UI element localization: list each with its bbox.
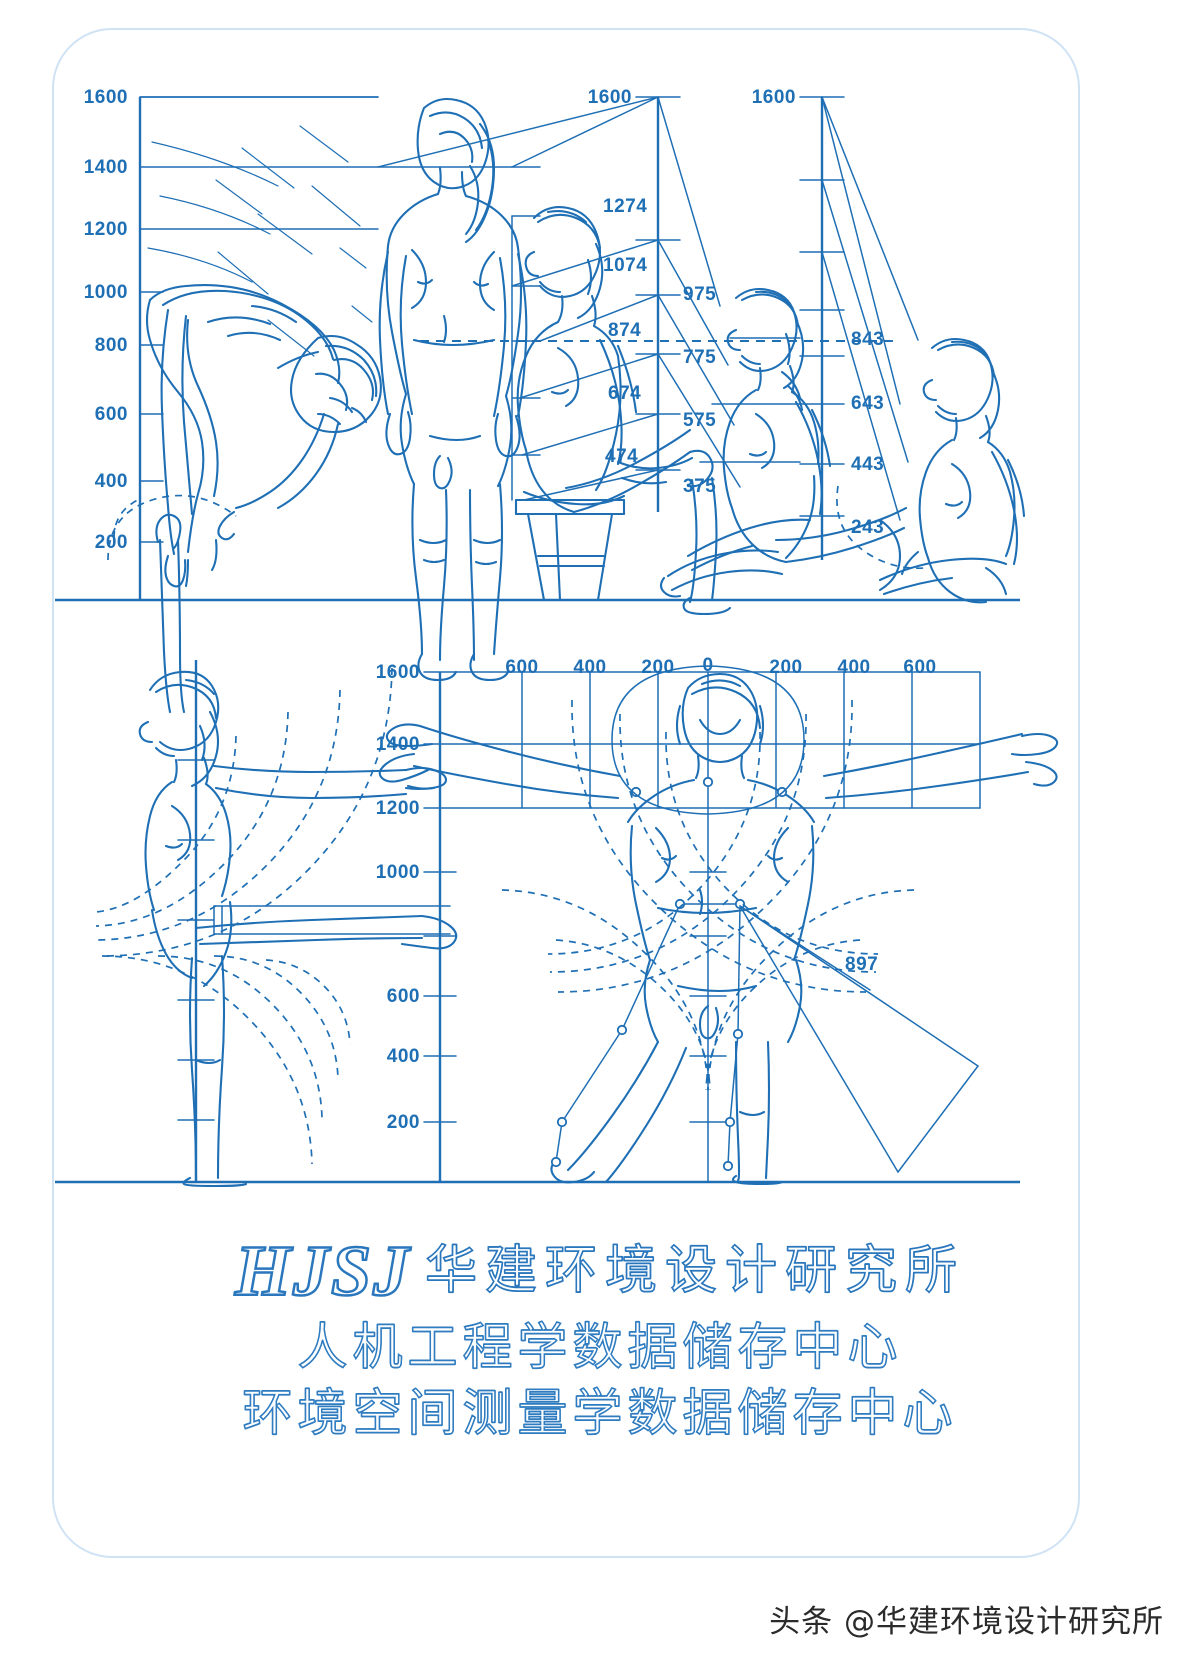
scale-a-label-1074: 1074 bbox=[603, 255, 648, 276]
logo-subtitle-line-1: 人机工程学数据储存中心 bbox=[297, 1317, 903, 1377]
scale-c-label-1600: 1600 bbox=[751, 87, 796, 108]
front-view-reach-arcs bbox=[501, 699, 915, 1091]
lower-x-tick-minus400: 400 bbox=[573, 657, 607, 678]
scale-b-label-975: 975 bbox=[683, 284, 717, 305]
scale-c-label-643: 643 bbox=[851, 393, 885, 414]
lower-axis-tick-600: 600 bbox=[386, 986, 420, 1007]
lower-x-tick-minus200: 200 bbox=[641, 657, 675, 678]
figure-sitting-floor bbox=[878, 337, 1026, 604]
scale-a-label-674: 674 bbox=[608, 383, 642, 404]
scale-c-dimension-ladder bbox=[699, 96, 919, 560]
axis-tick-800-upper: 800 bbox=[94, 335, 128, 356]
upper-panel-axis-and-grid bbox=[55, 96, 1020, 602]
axis-tick-200-upper: 200 bbox=[94, 532, 128, 553]
axis-tick-1400-upper: 1400 bbox=[83, 157, 128, 178]
stool bbox=[514, 498, 626, 602]
lower-axis-tick-200: 200 bbox=[386, 1112, 420, 1133]
logo-subtitle-line-2: 环境空间测量学数据储存中心 bbox=[242, 1383, 958, 1443]
lower-x-tick-plus400: 400 bbox=[837, 657, 871, 678]
lower-x-tick-plus200: 200 bbox=[769, 657, 803, 678]
figure-bending-forward bbox=[145, 284, 382, 588]
lower-axis-tick-1600: 1600 bbox=[375, 662, 420, 683]
logo-org-name: 华建环境设计研究所 bbox=[424, 1241, 966, 1301]
reach-arc-bending bbox=[107, 494, 237, 561]
axis-tick-1600-upper: 1600 bbox=[83, 87, 128, 108]
axis-tick-600-upper: 600 bbox=[94, 404, 128, 425]
scale-b-label-375: 375 bbox=[683, 476, 717, 497]
figure-front-reach bbox=[378, 672, 1059, 1186]
axis-tick-1200-upper: 1200 bbox=[83, 219, 128, 240]
background-hatch-strokes bbox=[147, 125, 373, 357]
reach-annotation-897: 897 bbox=[845, 954, 879, 975]
scale-c-label-843: 843 bbox=[851, 329, 885, 350]
lower-x-tick-zero: 0 bbox=[702, 655, 714, 676]
scale-b-label-775: 775 bbox=[683, 347, 717, 368]
rounded-frame-border bbox=[52, 28, 1080, 1558]
side-view-reach-arcs bbox=[95, 667, 393, 1165]
lower-x-tick-plus600: 600 bbox=[903, 657, 937, 678]
logo-block: HJSJ 华建环境设计研究所 人机工程学数据储存中心 环境空间测量学数据储存中心 bbox=[0, 1228, 1200, 1446]
figure-seated-stool bbox=[516, 206, 732, 616]
kneeling-reach-arc bbox=[836, 485, 925, 569]
scale-a-label-1600: 1600 bbox=[587, 87, 632, 108]
axis-tick-400-upper: 400 bbox=[94, 471, 128, 492]
lower-axis-tick-400: 400 bbox=[386, 1046, 420, 1067]
lower-x-tick-minus600: 600 bbox=[505, 657, 539, 678]
horizontal-reach-bar bbox=[213, 905, 451, 935]
reach-wedge-897 bbox=[739, 905, 979, 1173]
scale-a-label-474: 474 bbox=[605, 446, 639, 467]
lower-axis-tick-1200: 1200 bbox=[375, 798, 420, 819]
logo-primary-row: HJSJ 华建环境设计研究所 bbox=[0, 1228, 1200, 1314]
lower-panel-axes bbox=[55, 660, 1020, 1184]
watermark-text: 头条 @华建环境设计研究所 bbox=[769, 1604, 1164, 1640]
figure-side-reach bbox=[138, 513, 458, 1188]
lower-axis-tick-1000: 1000 bbox=[375, 862, 420, 883]
scale-a-label-874: 874 bbox=[608, 320, 642, 341]
scale-b-label-575: 575 bbox=[683, 410, 717, 431]
head-reach-circle bbox=[611, 665, 805, 815]
scale-c-label-243: 243 bbox=[851, 517, 885, 538]
reach-arc-upper-left bbox=[113, 497, 143, 539]
scale-c-label-443: 443 bbox=[851, 454, 885, 475]
logo-acronym: HJSJ bbox=[234, 1231, 412, 1311]
axis-tick-1000-upper: 1000 bbox=[83, 282, 128, 303]
figure-standing bbox=[378, 97, 528, 682]
scale-a-dimension-ladder bbox=[377, 96, 681, 512]
kinematic-joint-markers bbox=[550, 776, 788, 1172]
scale-a-label-1274: 1274 bbox=[603, 196, 648, 217]
lower-axis-tick-1400: 1400 bbox=[375, 734, 420, 755]
figure-kneeling bbox=[659, 287, 908, 598]
